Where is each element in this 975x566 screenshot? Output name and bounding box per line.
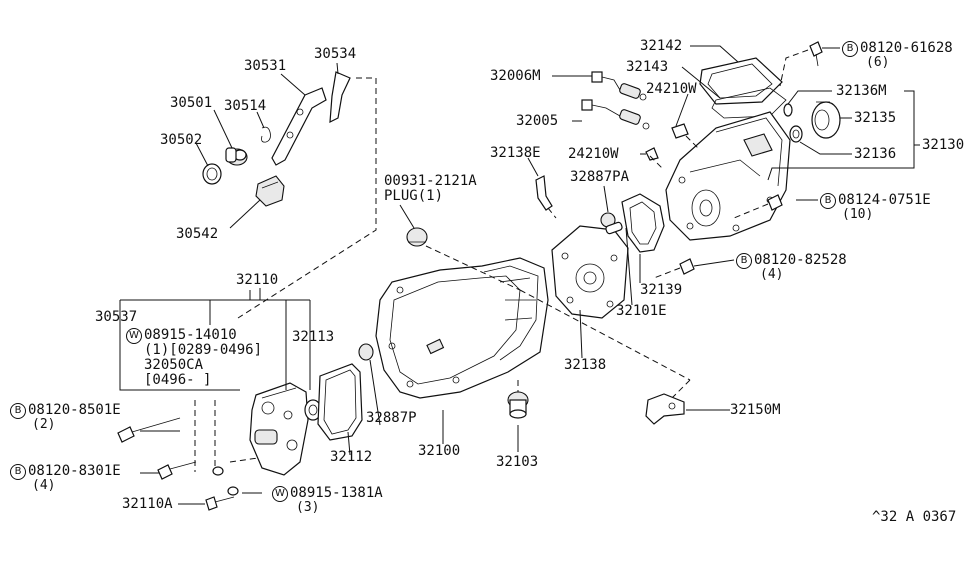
label-08124-0751E: 08124-0751E [838, 192, 931, 208]
bolt-08120-82528 [679, 258, 695, 275]
label-32050CA: 32050CA [144, 357, 204, 373]
footer-code: ^32 A 0367 [872, 509, 957, 525]
label-30502: 30502 [160, 132, 203, 148]
label-32005: 32005 [516, 113, 559, 129]
label-32050CA-note: [0496- ] [144, 372, 212, 388]
label-32112: 32112 [330, 449, 373, 465]
bolt-08120-8301E [157, 461, 197, 480]
label-08120-8501E: 08120-8501E [28, 402, 121, 418]
label-24210W-upper: 24210W [646, 81, 697, 97]
label-32139: 32139 [640, 282, 683, 298]
bearing-30501 [225, 147, 248, 166]
label-32887PA: 32887PA [570, 169, 630, 185]
label-32110: 32110 [236, 272, 279, 288]
bell-housing-32100 [375, 257, 549, 399]
qty-08120-8301E: (4) [32, 478, 56, 493]
gasket-32112 [317, 363, 363, 441]
snap-ring-32136M [783, 103, 793, 117]
qty-08120-82528: (4) [760, 267, 784, 282]
extension-housing-32113 [249, 382, 309, 476]
washer-badge-08915-1381A: W [272, 486, 288, 502]
label-32142: 32142 [640, 38, 683, 54]
snap-ring-32136 [789, 125, 803, 143]
washer-24210W-a [671, 123, 689, 139]
gasket-32139 [621, 193, 665, 253]
bolt-badge-08120-61628: B [842, 41, 858, 57]
label-plug: PLUG(1) [384, 188, 444, 204]
bolt-badge-08120-8501E: B [10, 403, 26, 419]
filler-32103 [507, 391, 529, 419]
shift-fork-30531 [271, 87, 327, 166]
label-32136M: 32136M [836, 83, 887, 99]
label-30514: 30514 [224, 98, 267, 114]
washer-badge-08915-14010: W [126, 328, 142, 344]
qty-08120-61628: (6) [866, 55, 890, 70]
label-08915-14010-note: (1)[0289-0496] [144, 342, 263, 358]
label-08120-8301E: 08120-8301E [28, 463, 121, 479]
label-08120-82528: 08120-82528 [754, 252, 847, 268]
bolt-badge-08120-82528: B [736, 253, 752, 269]
label-32136: 32136 [854, 146, 897, 162]
adapter-plate-32138 [551, 225, 629, 319]
label-32130: 32130 [922, 137, 965, 153]
bolt-08120-8501E [117, 417, 181, 443]
bolt-badge-08120-8301E: B [10, 464, 26, 480]
label-32101E: 32101E [616, 303, 667, 319]
switch-32006M [591, 71, 647, 101]
bolt-32110A [205, 496, 235, 511]
washer-lower [212, 466, 239, 496]
label-32135: 32135 [854, 110, 897, 126]
label-32006M: 32006M [490, 68, 541, 84]
label-32887P: 32887P [366, 410, 417, 426]
label-00931-2121A: 00931-2121A [384, 173, 477, 189]
plug-00931 [406, 227, 428, 247]
dowel-32101E [605, 221, 623, 235]
qty-08124-0751E: (10) [842, 207, 874, 222]
label-32150M: 32150M [730, 402, 781, 418]
bolt-badge-08124-0751E: B [820, 193, 836, 209]
label-08915-14010: 08915-14010 [144, 327, 237, 343]
label-30537: 30537 [95, 309, 138, 325]
bolt-08124-0751E [767, 194, 783, 211]
washer-24210W-b [645, 147, 659, 161]
rear-case-32130 [665, 111, 791, 241]
pin-32138E [535, 175, 553, 211]
seal-30502 [202, 163, 222, 185]
label-30531: 30531 [244, 58, 287, 74]
plug-32887P [358, 343, 374, 361]
switch-32005 [581, 99, 650, 130]
label-32143: 32143 [626, 59, 669, 75]
label-32138: 32138 [564, 357, 607, 373]
qty-08120-8501E: (2) [32, 417, 56, 432]
label-32110A: 32110A [122, 496, 173, 512]
label-30534: 30534 [314, 46, 357, 62]
bolt-08120-61628 [809, 41, 823, 67]
lever-30534 [329, 71, 351, 124]
label-32100: 32100 [418, 443, 461, 459]
label-08120-61628: 08120-61628 [860, 40, 953, 56]
label-30501: 30501 [170, 95, 213, 111]
bearing-32135 [811, 101, 841, 139]
label-32138E: 32138E [490, 145, 541, 161]
label-08915-1381A: 08915-1381A [290, 485, 383, 501]
label-32113: 32113 [292, 329, 335, 345]
label-24210W-lower: 24210W [568, 146, 619, 162]
label-32103: 32103 [496, 454, 539, 470]
pivot-30542 [255, 175, 285, 207]
label-30542: 30542 [176, 226, 219, 242]
top-cover-32142 [699, 57, 783, 105]
clip-30514 [261, 126, 271, 143]
bracket-32150M [645, 393, 685, 425]
qty-08915-1381A: (3) [296, 500, 320, 515]
